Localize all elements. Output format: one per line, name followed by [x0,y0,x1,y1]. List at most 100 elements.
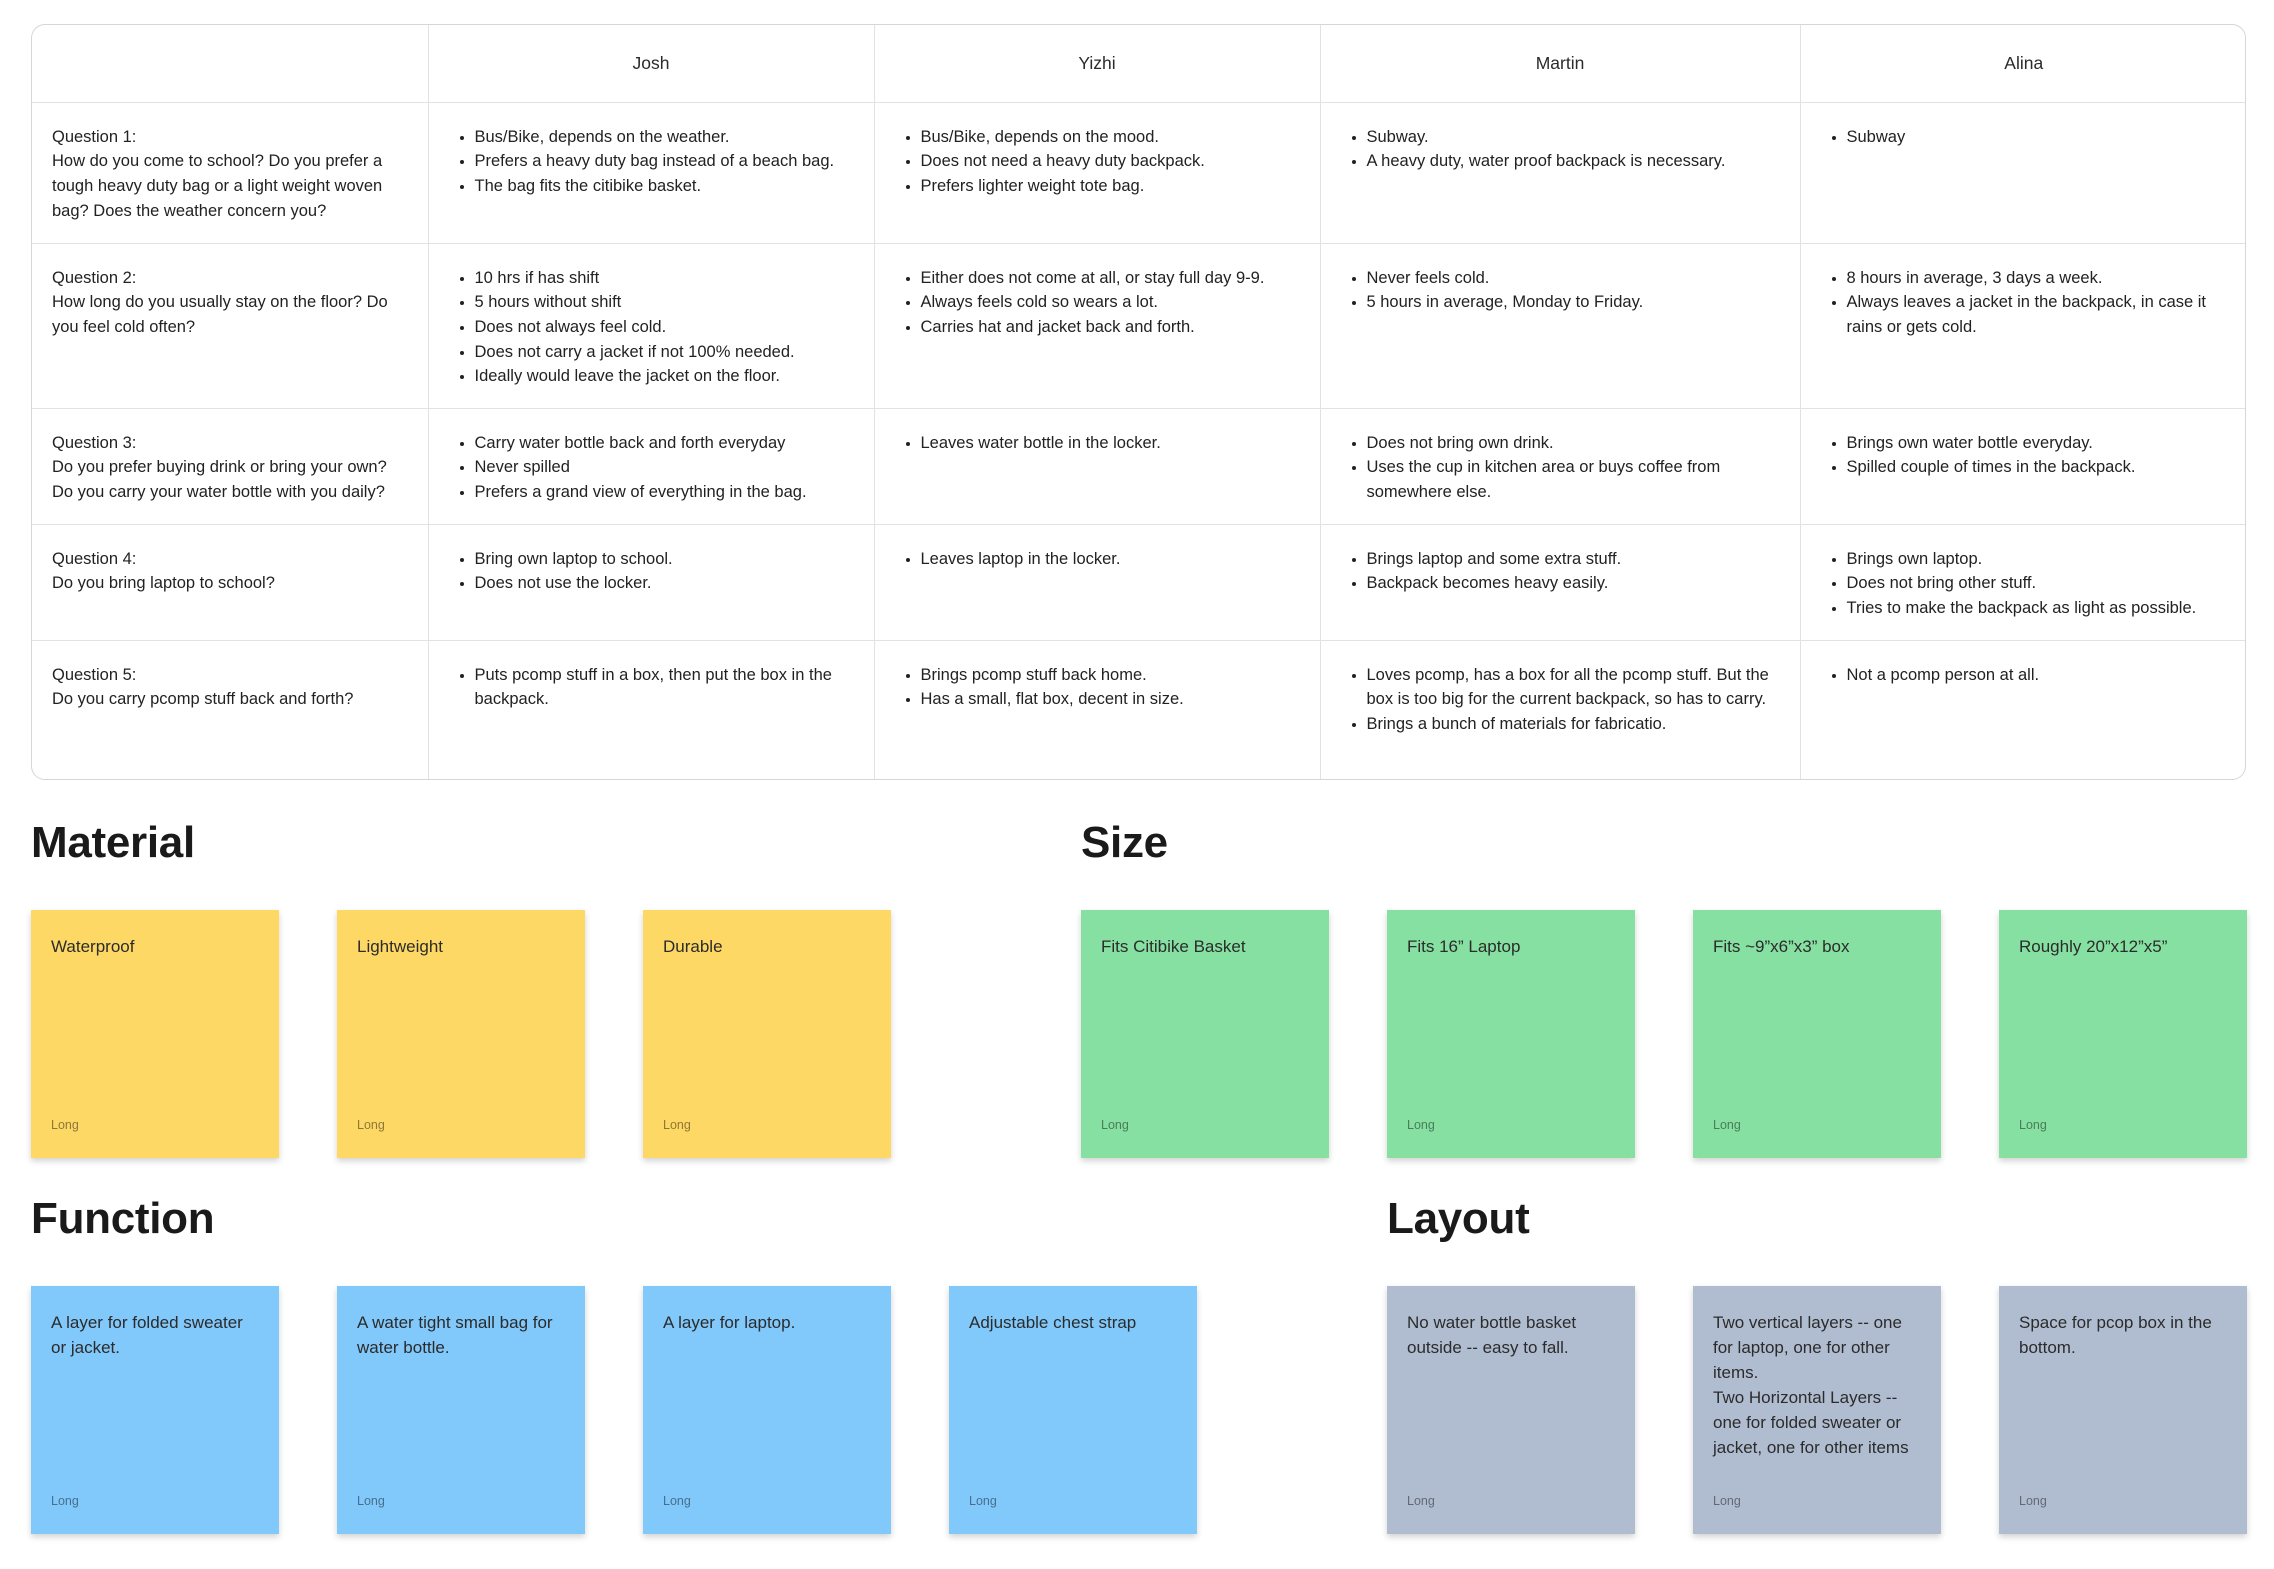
answer-cell[interactable]: Brings own laptop.Does not bring other s… [1799,523,2245,641]
sticky-note[interactable]: Two vertical layers -- one for laptop, o… [1693,1286,1941,1534]
note-text: Fits ~9”x6”x3” box [1713,937,1850,956]
note-tag: Long [2019,1494,2047,1508]
answer-list: Leaves laptop in the locker. [895,547,1300,572]
sticky-note[interactable]: Adjustable chest strap Long [949,1286,1197,1534]
note-text: Roughly 20”x12”x5” [2019,937,2168,956]
answer-item: Leaves laptop in the locker. [921,547,1300,572]
note-tag: Long [1407,1494,1435,1508]
sticky-note[interactable]: Fits ~9”x6”x3” box Long [1693,910,1941,1158]
sticky-note[interactable]: A water tight small bag for water bottle… [337,1286,585,1534]
sticky-note[interactable]: Lightweight Long [337,910,585,1158]
answer-list: Brings pcomp stuff back home.Has a small… [895,663,1300,712]
answer-item: Leaves water bottle in the locker. [921,431,1300,456]
note-tag: Long [1713,1494,1741,1508]
sticky-note[interactable]: Roughly 20”x12”x5” Long [1999,910,2247,1158]
answer-item: 5 hours without shift [475,290,854,315]
note-text: No water bottle basket outside -- easy t… [1407,1313,1577,1357]
sticky-note[interactable]: Fits 16” Laptop Long [1387,910,1635,1158]
note-tag: Long [51,1494,79,1508]
answer-list: 10 hrs if has shift5 hours without shift… [449,266,854,390]
note-tag: Long [51,1118,79,1132]
answer-list: Does not bring own drink.Uses the cup in… [1341,431,1780,505]
answer-list: Carry water bottle back and forth everyd… [449,431,854,505]
question-cell[interactable]: Question 3: Do you prefer buying drink o… [32,407,429,525]
question-cell[interactable]: Question 2: How long do you usually stay… [32,242,429,409]
note-text: Fits Citibike Basket [1101,937,1246,956]
answer-cell[interactable]: Loves pcomp, has a box for all the pcomp… [1319,639,1801,779]
answer-item: Does not bring other stuff. [1847,571,2228,596]
note-tag: Long [357,1118,385,1132]
answer-cell[interactable]: Brings laptop and some extra stuff.Backp… [1319,523,1801,641]
note-text: Adjustable chest strap [969,1313,1137,1332]
answer-cell[interactable]: Brings own water bottle everyday.Spilled… [1799,407,2245,525]
header-martin[interactable]: Martin [1319,25,1801,103]
answer-cell[interactable]: Subway.A heavy duty, water proof backpac… [1319,101,1801,244]
note-text: Lightweight [357,937,444,956]
sticky-note[interactable]: Waterproof Long [31,910,279,1158]
sticky-note[interactable]: Durable Long [643,910,891,1158]
answer-item: Prefers a heavy duty bag instead of a be… [475,149,854,174]
note-tag: Long [357,1494,385,1508]
interview-grid: Josh Yizhi Martin Alina Question 1: How … [32,25,2245,779]
answer-item: Brings a bunch of materials for fabricat… [1367,712,1780,737]
answer-item: Loves pcomp, has a box for all the pcomp… [1367,663,1780,712]
note-tag: Long [663,1118,691,1132]
sticky-note[interactable]: Space for pcop box in the bottom. Long [1999,1286,2247,1534]
answer-item: Not a pcomp person at all. [1847,663,2228,688]
table-row: Question 1: How do you come to school? D… [32,101,2245,244]
note-tag: Long [1101,1118,1129,1132]
answer-item: Ideally would leave the jacket on the fl… [475,364,854,389]
answer-cell[interactable]: Leaves laptop in the locker. [873,523,1321,641]
note-text: A layer for folded sweater or jacket. [51,1313,243,1357]
sticky-note[interactable]: Fits Citibike Basket Long [1081,910,1329,1158]
answer-item: Backpack becomes heavy easily. [1367,571,1780,596]
answer-cell[interactable]: 8 hours in average, 3 days a week.Always… [1799,242,2245,409]
answer-item: Brings own water bottle everyday. [1847,431,2228,456]
question-cell[interactable]: Question 1: How do you come to school? D… [32,101,429,244]
answer-item: Never feels cold. [1367,266,1780,291]
answer-cell[interactable]: Bring own laptop to school.Does not use … [427,523,875,641]
note-text: Durable [663,937,723,956]
answer-cell[interactable]: Carry water bottle back and forth everyd… [427,407,875,525]
table-row: Question 4: Do you bring laptop to schoo… [32,523,2245,641]
answer-list: Subway [1821,125,2228,150]
sticky-note[interactable]: No water bottle basket outside -- easy t… [1387,1286,1635,1534]
answer-cell[interactable]: Bus/Bike, depends on the weather.Prefers… [427,101,875,244]
answer-cell[interactable]: Either does not come at all, or stay ful… [873,242,1321,409]
answer-item: Puts pcomp stuff in a box, then put the … [475,663,854,712]
answer-cell[interactable]: Brings pcomp stuff back home.Has a small… [873,639,1321,779]
header-josh[interactable]: Josh [427,25,875,103]
question-cell[interactable]: Question 4: Do you bring laptop to schoo… [32,523,429,641]
sticky-note[interactable]: A layer for folded sweater or jacket. Lo… [31,1286,279,1534]
answer-list: Bus/Bike, depends on the weather.Prefers… [449,125,854,199]
note-tag: Long [663,1494,691,1508]
answer-item: Either does not come at all, or stay ful… [921,266,1300,291]
question-cell[interactable]: Question 5: Do you carry pcomp stuff bac… [32,639,429,779]
answer-item: 8 hours in average, 3 days a week. [1847,266,2228,291]
answer-item: 10 hrs if has shift [475,266,854,291]
header-alina[interactable]: Alina [1799,25,2245,103]
answer-cell[interactable]: Subway [1799,101,2245,244]
answer-item: Does not carry a jacket if not 100% need… [475,340,854,365]
answer-item: Does not use the locker. [475,571,854,596]
note-text: Waterproof [51,937,135,956]
answer-item: Brings pcomp stuff back home. [921,663,1300,688]
answer-cell[interactable]: Leaves water bottle in the locker. [873,407,1321,525]
answer-cell[interactable]: Never feels cold.5 hours in average, Mon… [1319,242,1801,409]
answer-list: Never feels cold.5 hours in average, Mon… [1341,266,1780,315]
answer-cell[interactable]: Puts pcomp stuff in a box, then put the … [427,639,875,779]
answer-cell[interactable]: 10 hrs if has shift5 hours without shift… [427,242,875,409]
answer-item: Does not always feel cold. [475,315,854,340]
answer-cell[interactable]: Does not bring own drink.Uses the cup in… [1319,407,1801,525]
header-yizhi[interactable]: Yizhi [873,25,1321,103]
table-row: Question 5: Do you carry pcomp stuff bac… [32,639,2245,779]
section-title-layout: Layout [1387,1194,1530,1243]
answer-cell[interactable]: Not a pcomp person at all. [1799,639,2245,779]
answer-item: Bus/Bike, depends on the mood. [921,125,1300,150]
answer-item: Prefers lighter weight tote bag. [921,174,1300,199]
note-tag: Long [2019,1118,2047,1132]
note-text: A layer for laptop. [663,1313,796,1332]
answer-cell[interactable]: Bus/Bike, depends on the mood.Does not n… [873,101,1321,244]
sticky-note[interactable]: A layer for laptop. Long [643,1286,891,1534]
header-empty [32,25,429,103]
